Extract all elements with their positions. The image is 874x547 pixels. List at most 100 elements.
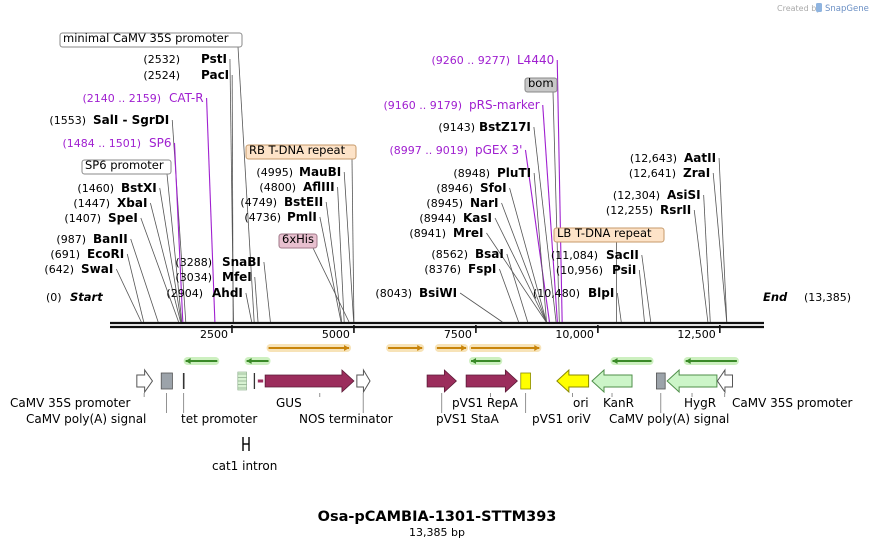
site-coord-xbai: (1447) (73, 197, 110, 210)
site-label-bstxi[interactable]: BstXI (121, 181, 157, 195)
site-label-fspi[interactable]: FspI (468, 262, 496, 276)
leader-kasi (494, 217, 547, 323)
site-label-bsteii[interactable]: BstEII (284, 195, 323, 209)
site-label-maubi[interactable]: MauBI (299, 165, 341, 179)
site-label-pmli[interactable]: PmlI (287, 210, 317, 224)
ruler-tick-label: 5000 (322, 328, 350, 341)
site-label-psii[interactable]: PsiI (612, 263, 636, 277)
snapgene-credit: Created by SnapGene (777, 3, 869, 14)
feature-cat1-intron[interactable] (237, 371, 247, 391)
leader-bstxi (159, 187, 182, 323)
site-label-ahdi[interactable]: AhdI (212, 286, 243, 300)
site-coord-sacii: (11,084) (551, 249, 598, 262)
site-label-ecori[interactable]: EcoRI (87, 247, 124, 261)
site-label-paci[interactable]: PacI (201, 68, 229, 82)
ruler-tick-label: 2500 (200, 328, 228, 341)
site-label-sali-sgrdi[interactable]: SalI - SgrDI (93, 113, 169, 127)
site-label-sacii[interactable]: SacII (606, 248, 639, 262)
site-label-banii[interactable]: BanII (93, 232, 128, 246)
leader-spei (140, 217, 180, 323)
feature-camv-polya-left[interactable] (160, 372, 173, 390)
site-label-sixhis[interactable]: 6xHis (282, 232, 314, 246)
site-box-minimal-camv-35s (59, 32, 243, 48)
site-coord-afliii: (4800) (259, 181, 296, 194)
site-label-minimal-camv-35s[interactable]: minimal CaMV 35S promoter (63, 31, 229, 45)
leader-psii (638, 269, 645, 323)
feature-label-pvs1-repa: pVS1 RepA (452, 396, 519, 410)
site-label-sfoi[interactable]: SfoI (480, 181, 507, 195)
site-label-kasi[interactable]: KasI (463, 211, 492, 225)
feature-gus[interactable] (264, 369, 355, 393)
feature-label-nos-terminator: NOS terminator (299, 412, 393, 426)
feature-pvs1-repa[interactable] (465, 369, 518, 393)
site-label-rb-tdna[interactable]: RB T-DNA repeat (249, 143, 346, 157)
site-label-xbai[interactable]: XbaI (117, 196, 147, 210)
plasmid-length: 13,385 bp (409, 526, 465, 539)
site-box-bom (524, 77, 558, 93)
site-label-psti[interactable]: PstI (201, 52, 227, 66)
site-label-mrei[interactable]: MreI (453, 226, 483, 240)
leader-maubi (343, 171, 355, 323)
orf-arrowhead (534, 345, 540, 351)
backbone (110, 321, 764, 329)
site-label-snabi[interactable]: SnaBI (222, 255, 261, 269)
site-label-pgex3[interactable]: pGEX 3' (475, 143, 522, 157)
site-box-lb-tdna (553, 227, 665, 243)
site-label-swai[interactable]: SwaI (81, 262, 113, 276)
site-coord-aatii: (12,643) (630, 152, 677, 165)
site-label-cat-r[interactable]: CAT-R (169, 91, 204, 105)
site-labels[interactable]: minimal CaMV 35S promoter(2532)PstI(2524… (44, 31, 716, 300)
feature-kanr[interactable] (591, 368, 633, 394)
feature-pvs1-stab[interactable] (426, 369, 457, 393)
site-label-bsiwi[interactable]: BsiWI (419, 286, 457, 300)
site-label-lb-tdna[interactable]: LB T-DNA repeat (557, 226, 652, 240)
feature-label-camv-polya-left: CaMV poly(A) signal (26, 412, 146, 426)
feature-ori[interactable] (556, 368, 590, 394)
site-label-mfei[interactable]: MfeI (222, 270, 252, 284)
site-label-bsai[interactable]: BsaI (475, 247, 504, 261)
site-label-blpi[interactable]: BlpI (588, 286, 614, 300)
site-label-aatii[interactable]: AatII (684, 151, 716, 165)
site-label-afliii[interactable]: AflIII (303, 180, 335, 194)
site-label-nari[interactable]: NarI (470, 196, 499, 210)
start-label: Start (70, 290, 103, 304)
site-label-zrai[interactable]: ZraI (683, 166, 710, 180)
leader-cat-r (206, 97, 216, 323)
feature-row[interactable] (136, 368, 734, 394)
feature-nos-terminator[interactable] (356, 368, 371, 394)
site-label-rsrii[interactable]: RsrII (660, 203, 691, 217)
site-label-sp6-promoter[interactable]: SP6 promoter (85, 158, 164, 172)
feature-label-camv-polya-right: CaMV poly(A) signal (609, 412, 729, 426)
site-label-bom[interactable]: bom (528, 76, 554, 90)
site-coord-pgex3: (8997 .. 9019) (389, 144, 468, 157)
orf-arrowhead (612, 358, 618, 364)
site-coord-swai: (642) (44, 263, 74, 276)
site-label-plutI[interactable]: PluTI (497, 166, 531, 180)
site-label-prs-marker[interactable]: pRS-marker (469, 98, 540, 112)
ruler-tick-label: 12,500 (677, 328, 716, 341)
site-coord-ecori: (691) (50, 248, 80, 261)
feature-hygr[interactable] (666, 368, 718, 394)
ruler-tick-label: 10,000 (555, 328, 594, 341)
map-title: Osa-pCAMBIA-1301-STTM393 13,385 bp (318, 509, 557, 539)
feature-camv35s-right[interactable] (716, 368, 734, 394)
orf-arrowhead (246, 358, 252, 364)
site-coord-bstz17i: (9143) (438, 121, 475, 134)
leader-bsai (506, 253, 529, 323)
site-label-bstz17i[interactable]: BstZ17I (479, 120, 531, 134)
feature-camv-polya-right[interactable] (656, 372, 666, 390)
site-label-l4440[interactable]: L4440 (517, 53, 554, 67)
site-coord-bsiwi: (8043) (375, 287, 412, 300)
feature-pvs1-oriv[interactable] (520, 372, 531, 390)
leader-minimal-camv-35s (237, 46, 255, 323)
site-label-spei[interactable]: SpeI (108, 211, 138, 225)
feature-label-gus: GUS (276, 396, 302, 410)
site-label-sp6-primer[interactable]: SP6 (149, 136, 172, 150)
leader-mfei (254, 276, 259, 323)
site-coord-kasi: (8944) (419, 212, 456, 225)
leader-asisi (703, 194, 711, 323)
site-label-asisi[interactable]: AsiSI (667, 188, 701, 202)
feature-camv35s-left[interactable] (136, 368, 154, 394)
leader-sp6-promoter (166, 173, 183, 323)
